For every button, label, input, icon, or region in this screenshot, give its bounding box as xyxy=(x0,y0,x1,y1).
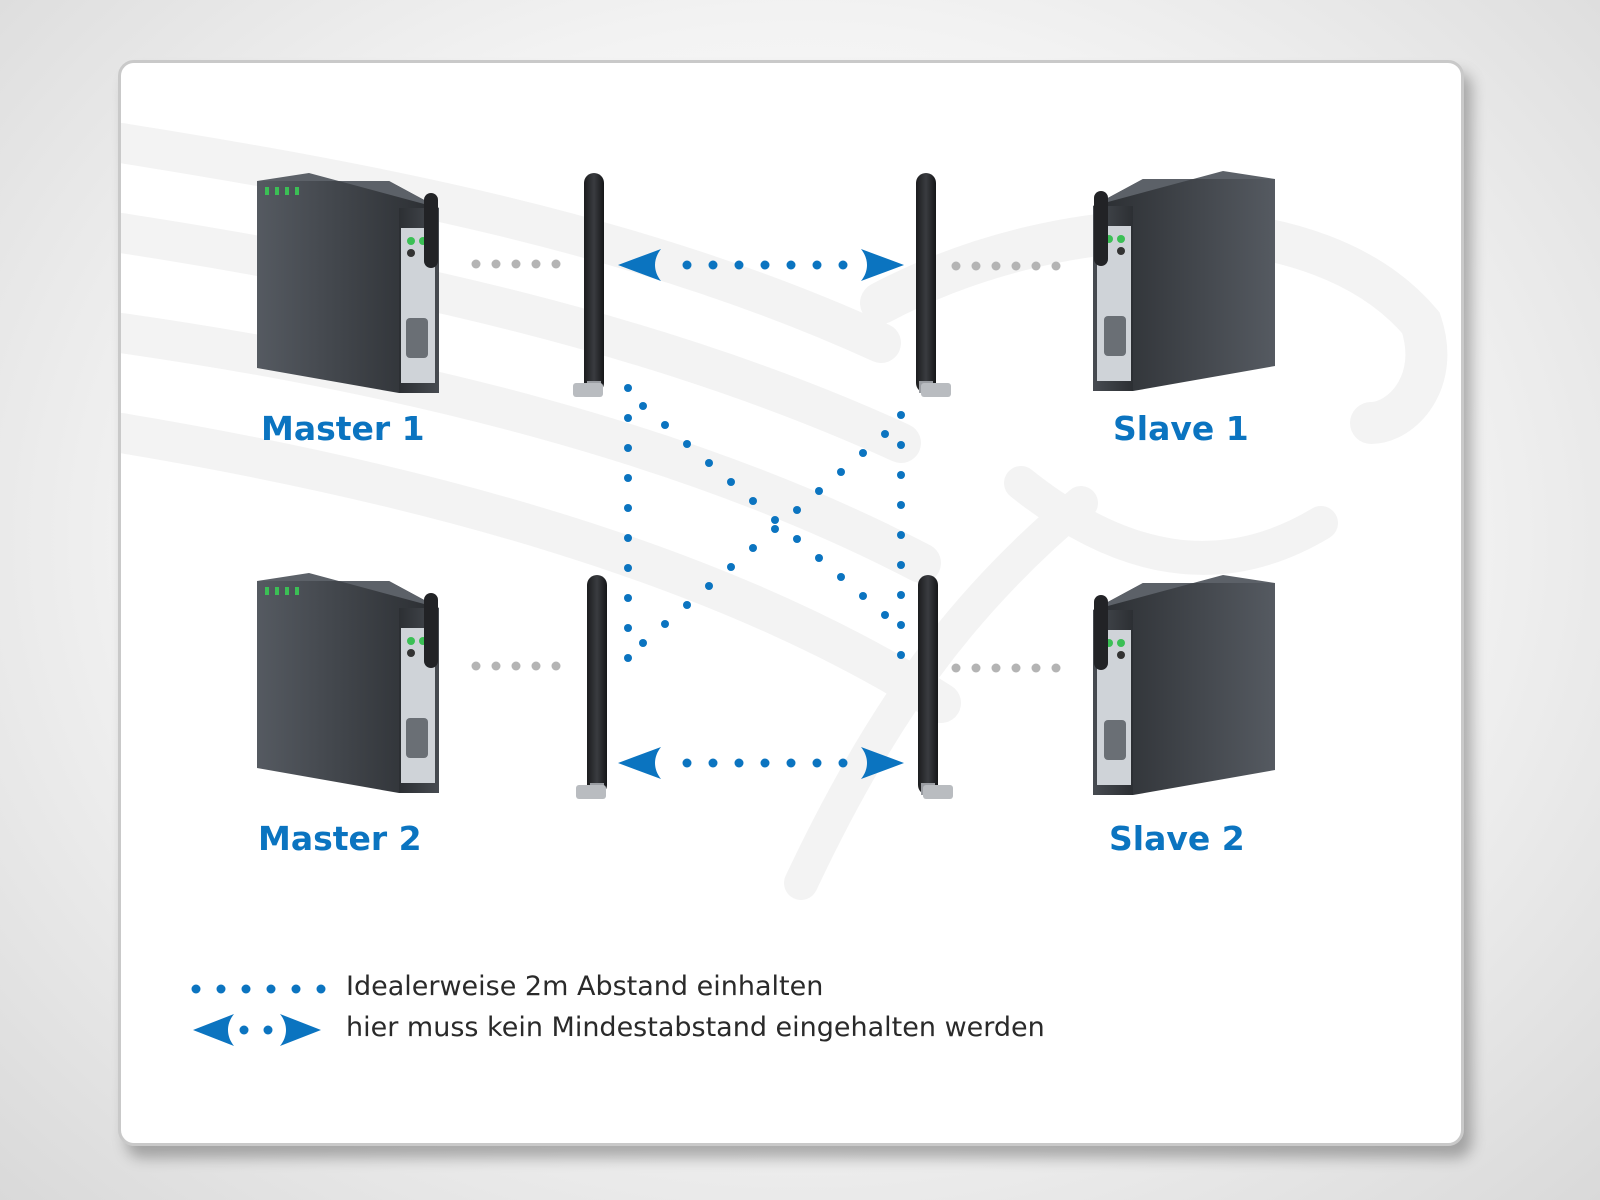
antenna-slave1 xyxy=(916,173,951,397)
master2-device xyxy=(257,573,439,793)
link-slave1-antenna xyxy=(951,261,1061,271)
antenna-slave2 xyxy=(918,575,953,799)
diagram-card: Master 1 Slave 1 Master 2 Slave 2 Ideale… xyxy=(118,60,1464,1146)
label-slave2: Slave 2 xyxy=(1109,819,1245,858)
antenna-master1 xyxy=(573,173,604,397)
arrow-bottom-antennas xyxy=(618,747,904,779)
slave1-device xyxy=(1093,171,1275,391)
link-slave2-antenna xyxy=(951,663,1061,673)
antenna-master2 xyxy=(576,575,607,799)
arrow-top-antennas xyxy=(618,249,904,281)
legend-arrow-text: hier muss kein Mindestabstand eingehalte… xyxy=(346,1012,1045,1043)
label-master2: Master 2 xyxy=(258,819,422,858)
label-slave1: Slave 1 xyxy=(1113,409,1249,448)
diagram-canvas xyxy=(121,123,1448,1046)
label-master1: Master 1 xyxy=(261,409,425,448)
legend-arrow-icon xyxy=(193,1014,321,1046)
legend-dots-icon xyxy=(191,984,326,994)
distance-dots-left-vertical xyxy=(624,384,632,662)
distance-dots-right-vertical xyxy=(897,411,905,659)
link-master2-antenna xyxy=(471,661,561,671)
link-master1-antenna xyxy=(471,259,561,269)
distance-dots-diagonal-up xyxy=(639,430,889,647)
master1-device xyxy=(257,173,439,393)
distance-dots-diagonal-down xyxy=(639,402,889,619)
watermark-logo xyxy=(121,123,1448,900)
legend-dots-text: Idealerweise 2m Abstand einhalten xyxy=(346,971,824,1002)
slave2-device xyxy=(1093,575,1275,795)
